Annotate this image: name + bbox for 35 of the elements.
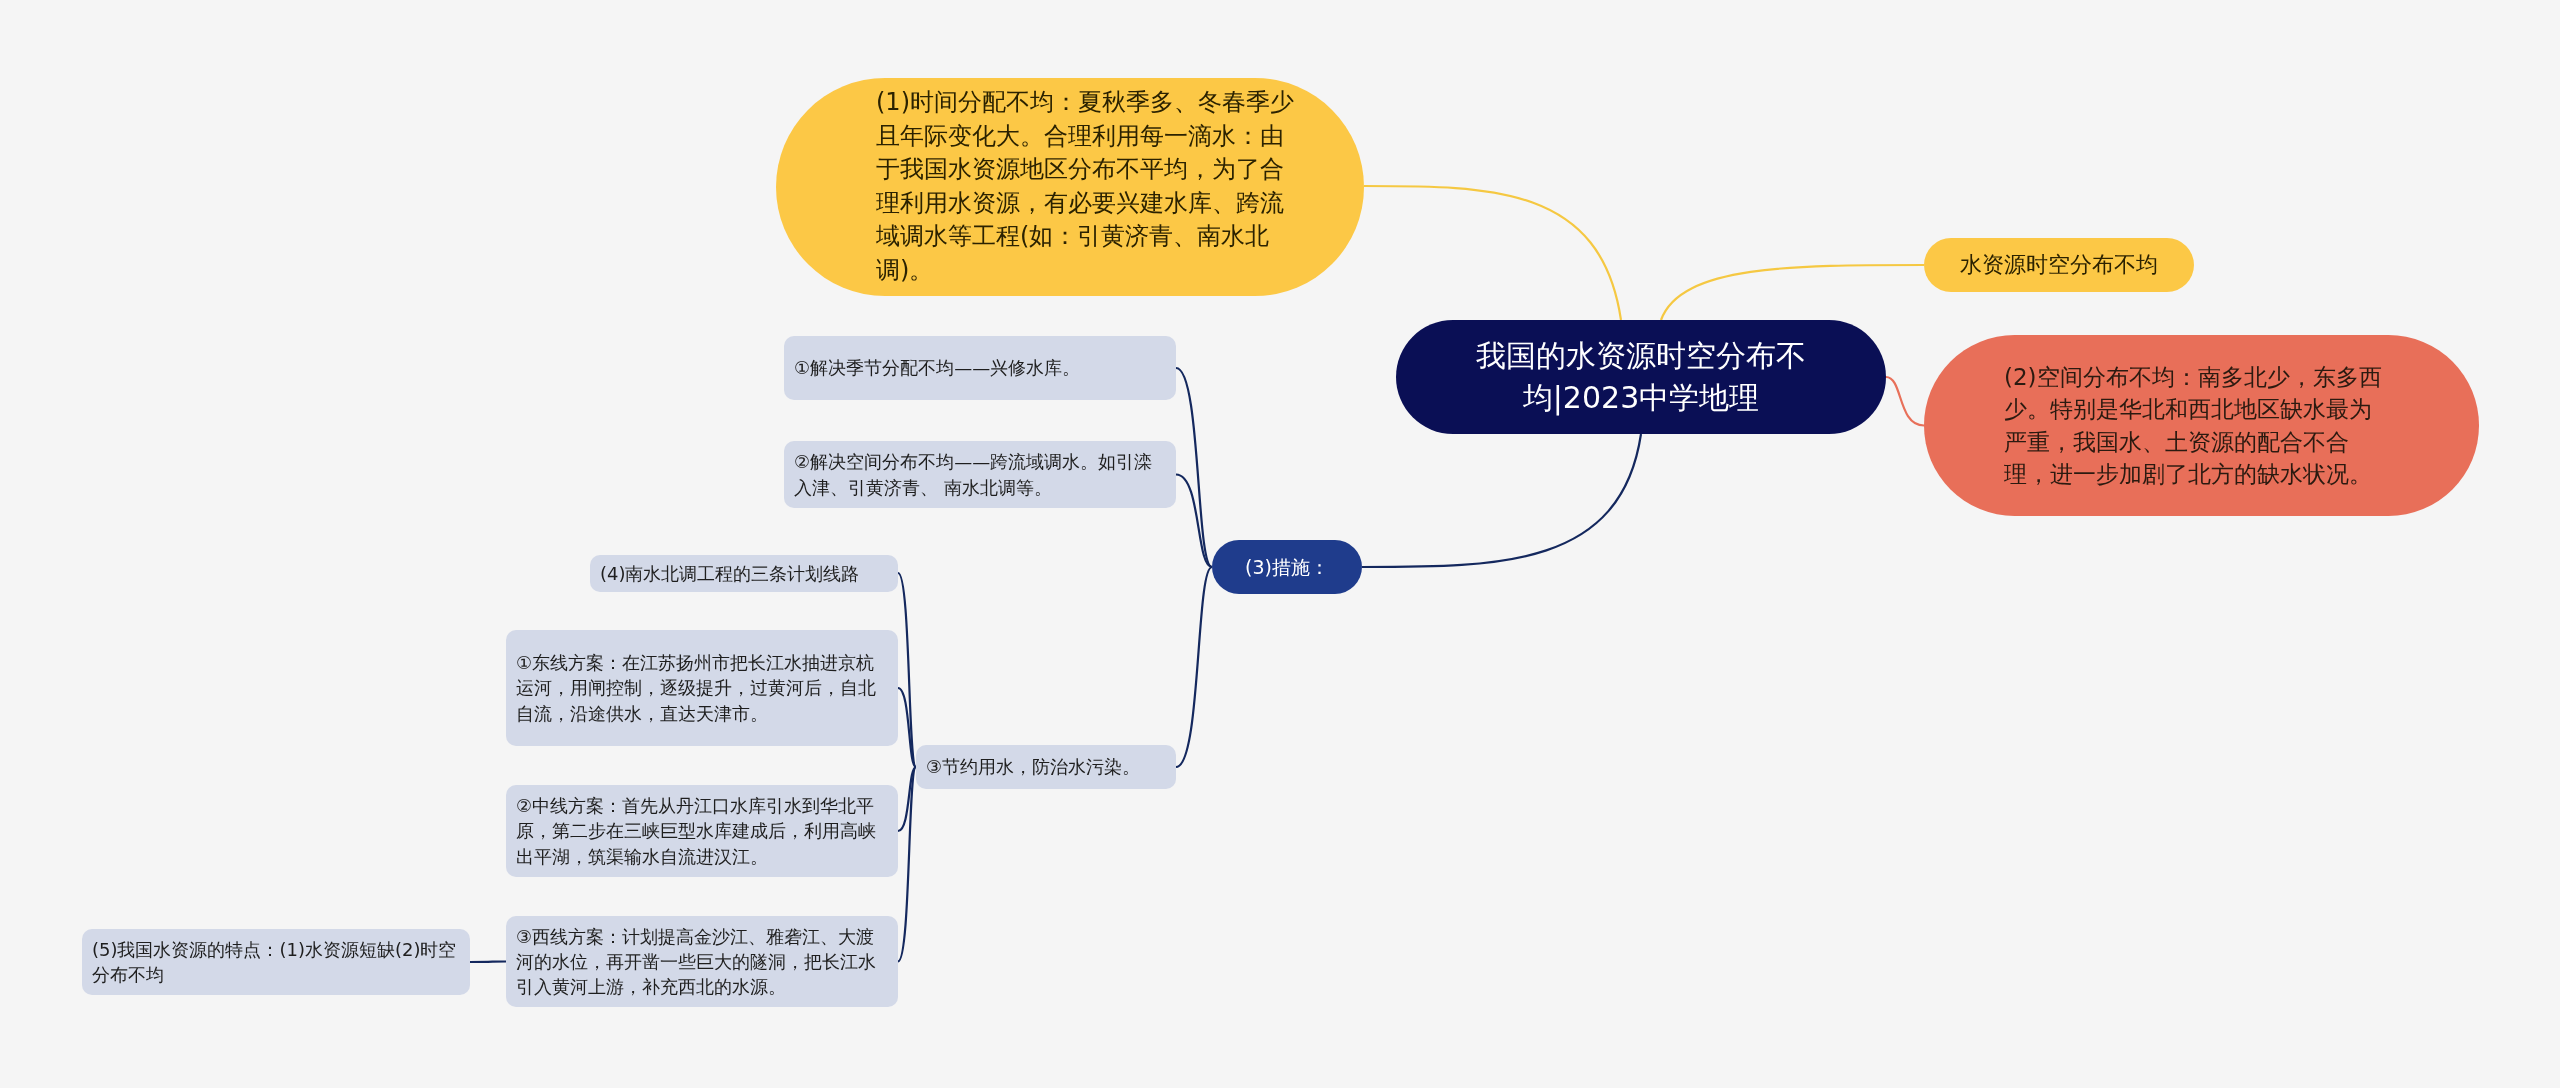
topic-text: (4)南水北调工程的三条计划线路 bbox=[600, 562, 860, 586]
topic-node bbox=[506, 785, 898, 877]
connector-line bbox=[1660, 263, 1924, 321]
topic-node bbox=[916, 745, 1176, 789]
connector-line bbox=[1362, 433, 1643, 569]
connector-line bbox=[1175, 473, 1213, 568]
topic-node bbox=[784, 441, 1176, 508]
topic-text: ②解决空间分布不均——跨流域调水。如引滦入津、引黄济青、 南水北调等。 bbox=[794, 450, 1154, 500]
connector-line bbox=[470, 960, 506, 964]
topic-text: ③节约用水，防治水污染。 bbox=[926, 755, 1141, 780]
topic-node bbox=[784, 336, 1176, 400]
topic-node bbox=[82, 929, 470, 995]
topic-node bbox=[1212, 540, 1362, 594]
topic-text: 水资源时空分布不均 bbox=[1960, 250, 2158, 279]
topic-node bbox=[506, 916, 898, 1007]
connector-line bbox=[897, 572, 917, 768]
topic-text: ②中线方案：首先从丹江口水库引水到华北平原，第二步在三峡巨型水库建成后，利用高峡出平湖，筑渠输水自流进汉江。 bbox=[516, 794, 877, 869]
connector-line bbox=[1175, 566, 1213, 768]
topic-text: 我国的水资源时空分布不均|2023中学地理 bbox=[1475, 337, 1807, 418]
topic-node bbox=[506, 630, 898, 746]
topic-text: ①解决季节分配不均——兴修水库。 bbox=[794, 356, 1081, 381]
topic-node bbox=[590, 555, 898, 593]
topic-text: ①东线方案：在江苏扬州市把长江水抽进京杭运河，用闸控制，逐级提升，过黄河后，自北自流，沿途供水，直达天津市。 bbox=[516, 651, 877, 726]
connector-line bbox=[1364, 184, 1623, 321]
connector-line bbox=[897, 687, 917, 768]
connector-line bbox=[1885, 375, 1925, 427]
connector-line bbox=[897, 766, 917, 832]
topic-text: (1)时间分配不均：夏秋季多、冬春季少且年际变化大。合理利用每一滴水：由于我国水资源地区分布不平均，为了合理利用水资源，有必要兴建水库、跨流域调水等工程(如：引黄济青、南水北调)。 bbox=[876, 87, 1294, 286]
topic-text: (3)措施： bbox=[1245, 554, 1329, 580]
topic-text: (2)空间分布不均：南多北少，东多西少。特别是华北和西北地区缺水最为严重，我国水、土资源的配合不合理，进一步加剧了北方的缺水状况。 bbox=[2004, 363, 2383, 489]
topic-text: (5)我国水资源的特点：(1)水资源短缺(2)时空分布不均 bbox=[92, 937, 458, 987]
connector-line bbox=[1175, 367, 1213, 568]
connector-line bbox=[897, 766, 917, 963]
topic-text: ③西线方案：计划提高金沙江、雅砻江、大渡河的水位，再开凿一些巨大的隧洞，把长江水引入黄河上游，补充西北的水源。 bbox=[516, 924, 877, 1000]
topic-node bbox=[1924, 238, 2194, 292]
